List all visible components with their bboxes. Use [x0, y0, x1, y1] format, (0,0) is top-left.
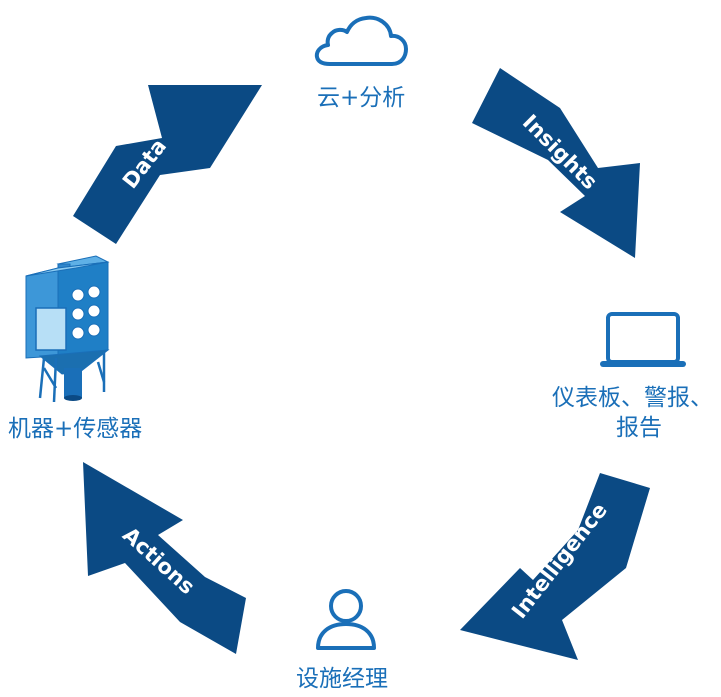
laptop-icon	[600, 312, 686, 367]
arrow-actions-shape	[83, 462, 246, 654]
arrow-intelligence: Intelligence	[460, 473, 650, 660]
arrow-actions: Actions	[83, 462, 246, 654]
dust-collector-icon	[25, 255, 110, 403]
arrow-data-shape	[73, 85, 262, 244]
arrow-insights-shape	[472, 68, 640, 258]
cloud-icon	[314, 15, 408, 66]
dashboard-label-line2: 报告	[616, 415, 662, 441]
machine-sensor-label: 机器+传感器	[8, 416, 143, 442]
arrow-data: Data	[73, 85, 262, 244]
facility-manager-label: 设施经理	[296, 666, 388, 692]
arrow-intelligence-shape	[460, 473, 650, 660]
person-icon	[316, 589, 376, 650]
dashboard-label-line1: 仪表板、警报、	[552, 385, 713, 411]
cloud-analytics-label: 云+分析	[317, 85, 406, 111]
arrow-insights: Insights	[472, 68, 640, 258]
